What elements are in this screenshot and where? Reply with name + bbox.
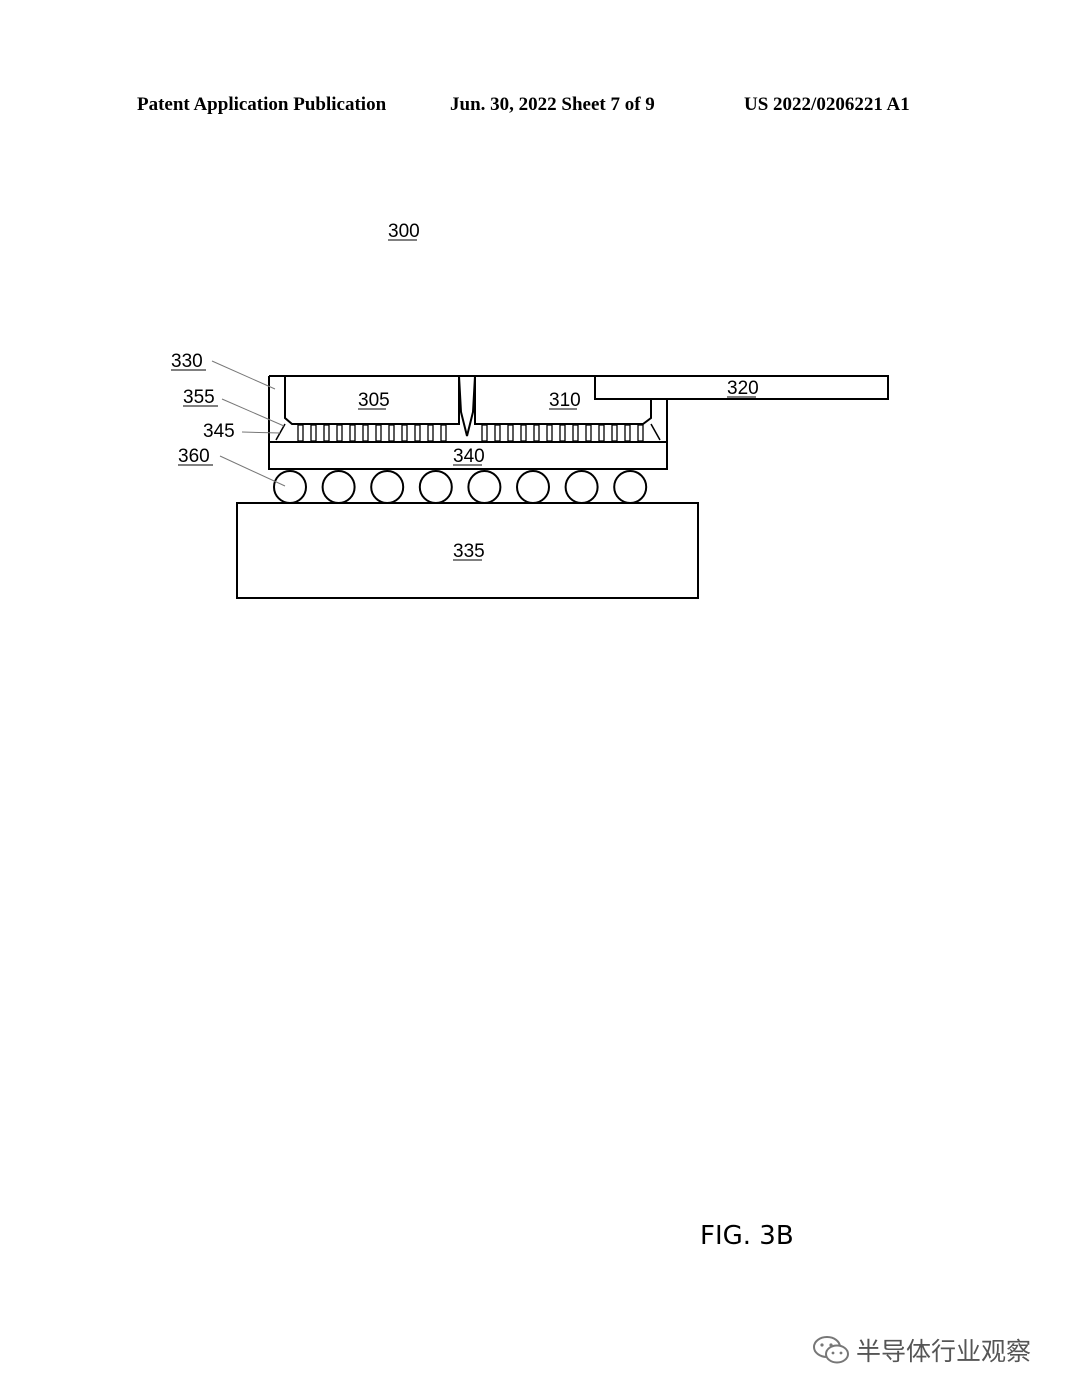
micro-bump bbox=[520, 424, 527, 442]
callout-330-leader bbox=[211, 360, 276, 390]
callout-360-leader bbox=[219, 455, 286, 487]
callout-355-leader bbox=[221, 398, 285, 427]
watermark: 半导体行业观察 bbox=[812, 1332, 1031, 1368]
header-publication-type: Patent Application Publication bbox=[137, 94, 387, 115]
element-320 bbox=[594, 375, 889, 400]
solder-ball bbox=[418, 470, 453, 504]
micro-bump bbox=[611, 424, 618, 442]
solder-ball-array-360 bbox=[273, 470, 648, 504]
header-date-sheet: Jun. 30, 2022 Sheet 7 of 9 bbox=[450, 94, 655, 115]
micro-bump bbox=[585, 424, 592, 442]
callout-345: 345 bbox=[203, 421, 235, 442]
micro-bump bbox=[414, 424, 421, 442]
micro-bump bbox=[310, 424, 317, 442]
solder-ball bbox=[467, 470, 502, 504]
solder-ball bbox=[564, 470, 599, 504]
micro-bump bbox=[349, 424, 356, 442]
label-335: 335 bbox=[453, 541, 485, 562]
callout-345-leader bbox=[241, 431, 281, 434]
watermark-text: 半导体行业观察 bbox=[856, 1337, 1032, 1366]
die-gap-groove bbox=[458, 375, 476, 437]
micro-bump bbox=[440, 424, 447, 442]
figure-title: FIG. 3B bbox=[700, 1221, 794, 1251]
micro-bump bbox=[336, 424, 343, 442]
micro-bump bbox=[637, 424, 644, 442]
callout-330: 330 bbox=[171, 351, 203, 372]
solder-ball bbox=[516, 470, 550, 504]
micro-bump bbox=[375, 424, 382, 442]
micro-bump bbox=[572, 424, 579, 442]
header-patent-number: US 2022/0206221 A1 bbox=[744, 94, 910, 115]
die-310 bbox=[474, 376, 652, 425]
micro-bump bbox=[297, 424, 304, 442]
solder-ball bbox=[613, 470, 648, 504]
micro-bump bbox=[388, 424, 395, 442]
wechat-icon bbox=[813, 1336, 849, 1364]
micro-bump bbox=[559, 424, 566, 442]
micro-bump bbox=[546, 424, 553, 442]
micro-bump bbox=[598, 424, 605, 442]
micro-bump bbox=[427, 424, 434, 442]
solder-ball bbox=[273, 470, 307, 504]
figure-reference-label: 300 bbox=[388, 221, 420, 242]
micro-bump bbox=[481, 424, 488, 442]
micro-bump bbox=[507, 424, 514, 442]
label-310: 310 bbox=[549, 390, 581, 411]
micro-bump bbox=[494, 424, 501, 442]
label-320: 320 bbox=[727, 378, 759, 399]
solder-ball bbox=[370, 470, 405, 504]
micro-bump bbox=[624, 424, 631, 442]
solder-ball bbox=[321, 470, 356, 504]
callout-360: 360 bbox=[178, 446, 210, 467]
micro-bump bbox=[362, 424, 369, 442]
micro-bump bbox=[323, 424, 330, 442]
substrate-335 bbox=[236, 502, 699, 599]
micro-bump bbox=[401, 424, 408, 442]
die-305 bbox=[284, 376, 460, 425]
micro-bump bbox=[533, 424, 540, 442]
underfill-fillet-right bbox=[650, 423, 661, 441]
label-305: 305 bbox=[358, 390, 390, 411]
label-340: 340 bbox=[453, 446, 485, 467]
callout-355: 355 bbox=[183, 387, 215, 408]
underfill-fillet-left bbox=[275, 423, 286, 441]
micro-bump-array-355 bbox=[297, 424, 644, 442]
